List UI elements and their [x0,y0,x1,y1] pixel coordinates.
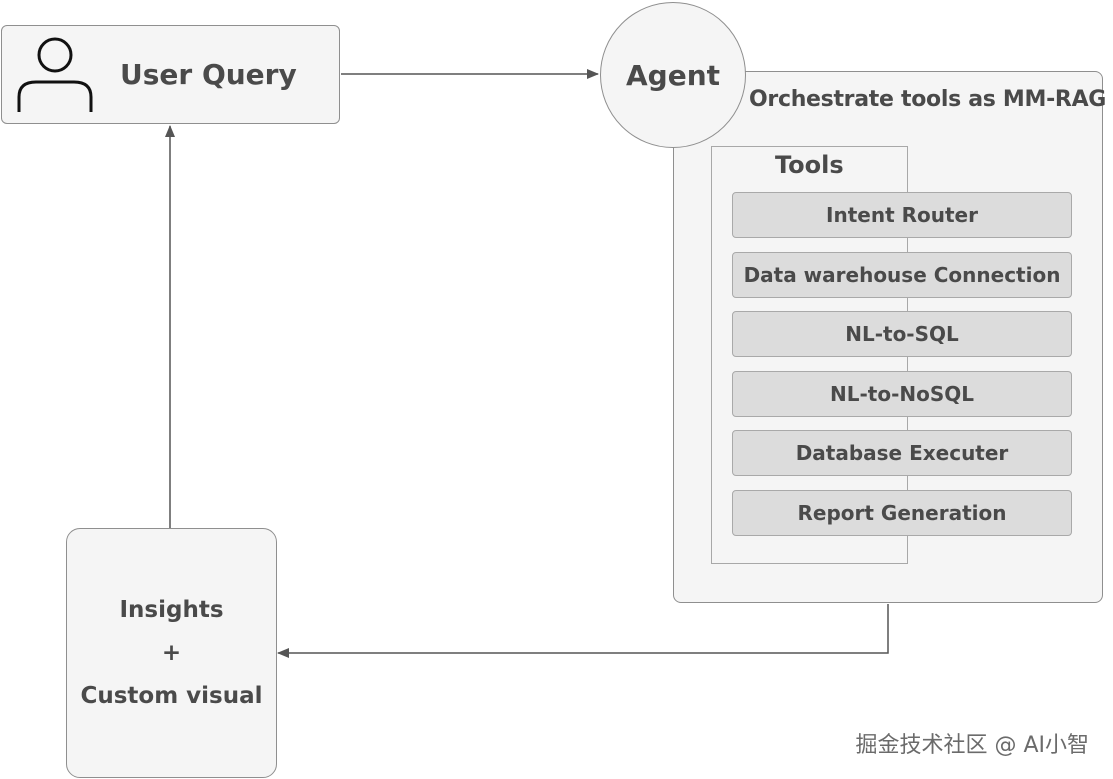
agent-node: Agent [600,2,746,148]
tool-nl-to-sql: NL-to-SQL [732,311,1072,357]
user-icon [17,37,93,112]
tool-nl-to-nosql: NL-to-NoSQL [732,371,1072,417]
user-query-label: User Query [120,58,297,91]
insights-line-plus: + [161,639,182,666]
insights-line-custom-visual: Custom visual [80,682,263,709]
tool-intent-router: Intent Router [732,192,1072,238]
tool-database-executer: Database Executer [732,430,1072,476]
arrow-tools-to-insights [277,604,889,658]
insights-box: Insights + Custom visual [66,528,277,778]
user-query-box: User Query [1,25,340,124]
watermark: 掘金技术社区 @ AI小智 [855,733,1089,758]
tools-label: Tools [775,151,844,179]
tool-data-warehouse-connection: Data warehouse Connection [732,252,1072,298]
tool-report-generation: Report Generation [732,490,1072,536]
orchestrate-label: Orchestrate tools as MM-RAG [749,87,1107,112]
agent-label: Agent [625,58,721,92]
insights-line-insights: Insights [119,596,224,623]
